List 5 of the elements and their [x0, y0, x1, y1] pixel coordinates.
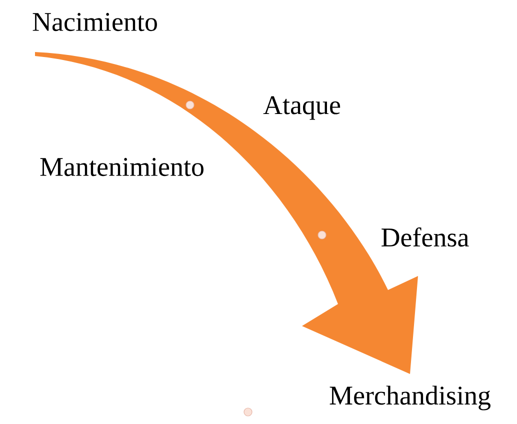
step-label: Ataque	[263, 96, 340, 120]
step-label: Mantenimiento	[40, 158, 204, 176]
step-label: Defensa	[382, 227, 469, 247]
step-label: Nacimiento	[32, 12, 157, 32]
step-label: Merchandising	[330, 386, 490, 410]
